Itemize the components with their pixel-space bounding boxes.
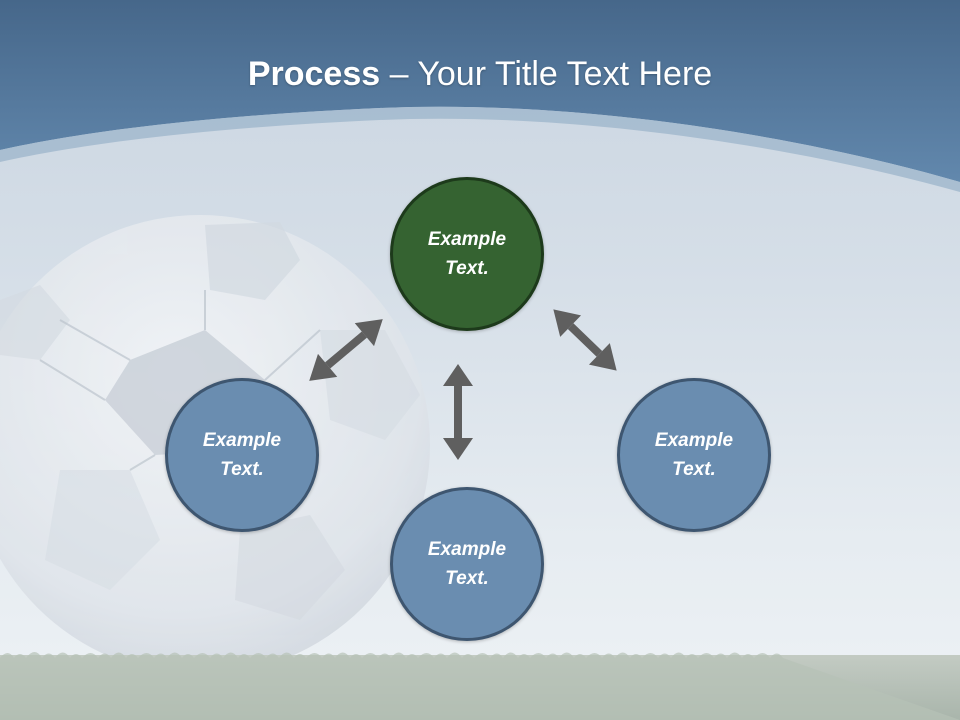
- slide-title: Process – Your Title Text Here: [0, 52, 960, 96]
- node-label-line1: Example: [202, 430, 282, 451]
- grass-image: [0, 652, 960, 720]
- node-label-line2: Text.: [445, 568, 489, 589]
- node-label: Example Text.: [655, 426, 733, 484]
- process-node-top: Example Text.: [390, 177, 544, 331]
- node-label: Example Text.: [428, 225, 506, 283]
- title-rest: – Your Title Text Here: [380, 55, 713, 93]
- header-band: [0, 0, 960, 182]
- node-label-line1: Example: [427, 539, 507, 560]
- title-bold: Process: [247, 55, 381, 93]
- node-label-line1: Example: [427, 229, 507, 250]
- double-arrow-top-right-icon: [553, 309, 617, 371]
- arrows-layer: [309, 309, 617, 460]
- node-label-line1: Example: [654, 430, 734, 451]
- double-arrow-left-top-icon: [309, 319, 383, 381]
- node-label-line2: Text.: [445, 258, 489, 279]
- node-label-line2: Text.: [672, 459, 716, 480]
- node-label: Example Text.: [203, 426, 281, 484]
- process-node-left: Example Text.: [165, 378, 319, 532]
- node-label: Example Text.: [428, 535, 506, 593]
- double-arrow-top-bottom-icon: [443, 364, 473, 460]
- process-node-bottom: Example Text.: [390, 487, 544, 641]
- process-node-right: Example Text.: [617, 378, 771, 532]
- header-swoosh: [0, 106, 960, 192]
- node-label-line2: Text.: [220, 459, 264, 480]
